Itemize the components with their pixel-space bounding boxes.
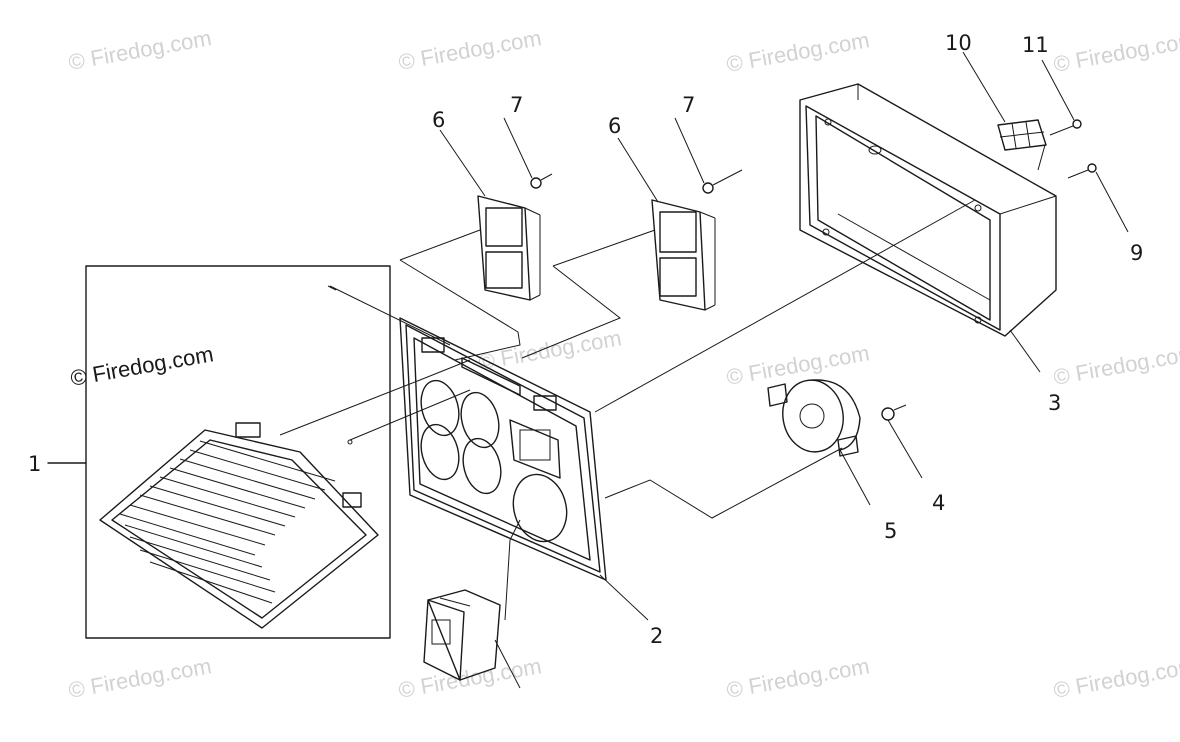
part-9-screw	[1067, 163, 1129, 233]
part-2-control-panel	[399, 317, 649, 621]
watermark: © Firedog.com	[67, 653, 214, 703]
callout-9: 9	[1130, 241, 1143, 265]
watermark: © Firedog.com	[725, 340, 872, 390]
part-6-duplex-receptacle-right	[521, 137, 716, 359]
part-1-cover-assembly	[47, 265, 471, 639]
watermark: © Firedog.com	[725, 27, 872, 77]
callout-7-right: 7	[682, 93, 695, 117]
watermark: © Firedog.com	[69, 341, 216, 391]
watermark: © Firedog.com	[397, 25, 544, 75]
callout-11: 11	[1022, 33, 1049, 57]
watermark: © Firedog.com	[1052, 27, 1180, 77]
callout-10: 10	[945, 31, 972, 55]
cover-ribs	[119, 440, 336, 604]
part-5-twist-lock-receptacle	[604, 379, 871, 519]
part-3-back-box	[594, 83, 1057, 413]
watermark: © Firedog.com	[1052, 340, 1180, 390]
watermark: © Firedog.com	[1052, 653, 1180, 703]
part-10-terminal-block	[962, 51, 1047, 171]
part-7-nut-left	[503, 117, 553, 189]
callout-4: 4	[932, 491, 945, 515]
callout-labels: 1 2 3 4 5 6 6 7 7 9 10 11	[28, 31, 1143, 648]
watermark: © Firedog.com	[397, 653, 544, 703]
watermark: © Firedog.com	[725, 653, 872, 703]
part-7-nut-right	[674, 117, 743, 194]
callout-6-right: 6	[608, 114, 621, 138]
callout-6-left: 6	[432, 108, 445, 132]
part-6-duplex-receptacle-left	[399, 129, 541, 361]
switch-part	[423, 519, 521, 689]
part-11-screw	[1041, 59, 1082, 136]
callout-3: 3	[1048, 391, 1061, 415]
watermark: © Firedog.com	[67, 25, 214, 75]
callout-2: 2	[650, 624, 663, 648]
callout-5: 5	[884, 519, 897, 543]
part-4-nut	[881, 404, 923, 479]
callout-1: 1	[28, 452, 41, 476]
callout-7-left: 7	[510, 93, 523, 117]
